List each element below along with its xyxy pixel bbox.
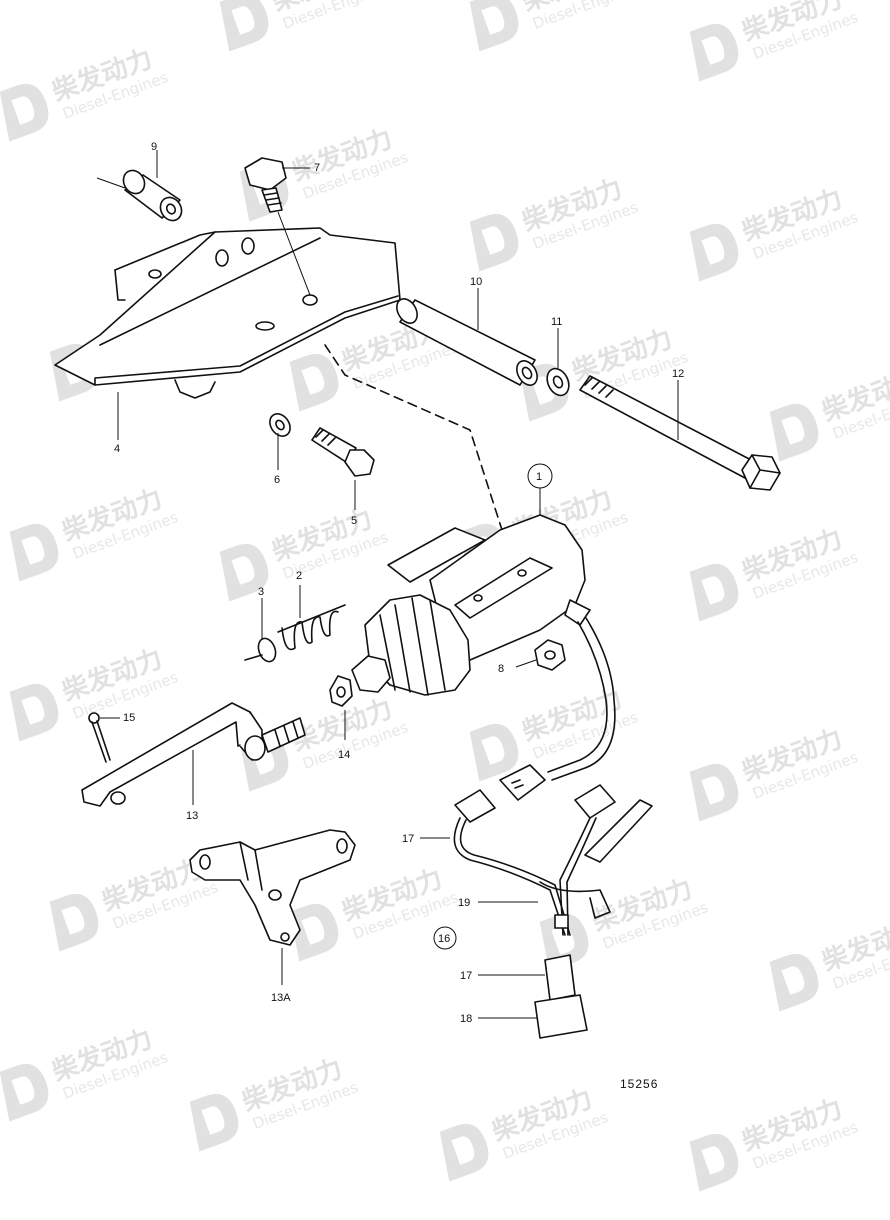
wiring-harness-drawing — [453, 784, 653, 1039]
watermark-logo-icon — [539, 913, 589, 972]
part-label-8: 8 — [498, 663, 504, 675]
cotter-pin-drawing — [88, 712, 111, 763]
bolt-5-drawing — [311, 427, 375, 477]
watermark-logo-icon — [469, 0, 519, 52]
part-label-6: 6 — [274, 474, 280, 486]
callout-circle-16 — [433, 926, 457, 950]
part-label-17-bottom: 17 — [460, 970, 472, 982]
watermark-logo-icon — [9, 523, 59, 582]
watermark-logo-icon — [0, 1063, 49, 1122]
watermark-logo-icon — [689, 763, 739, 822]
watermark-logo-icon — [689, 1133, 739, 1192]
watermark-logo-icon — [9, 683, 59, 742]
part-label-10: 10 — [470, 276, 482, 288]
part-label-17-top: 17 — [402, 833, 414, 845]
part-label-1: 1 — [536, 471, 542, 483]
watermark-layer: 柴发动力Diesel-Engines柴发动力Diesel-Engines柴发动力… — [0, 0, 890, 1192]
watermark-logo-icon — [689, 23, 739, 82]
part-label-11: 11 — [551, 316, 562, 328]
solenoid-cable-drawing — [499, 617, 616, 801]
long-bolt-drawing — [579, 375, 781, 491]
part-label-14: 14 — [338, 749, 350, 761]
part-label-9: 9 — [151, 141, 157, 153]
sleeve-drawing — [396, 298, 538, 386]
watermark-logo-icon — [289, 903, 339, 962]
callout-circle-1 — [527, 463, 553, 489]
watermark-logo-icon — [769, 403, 819, 462]
watermark-logo-icon — [219, 0, 269, 52]
watermark-logo-icon — [689, 223, 739, 282]
clip-drawing — [244, 637, 277, 663]
part-label-4: 4 — [114, 443, 120, 455]
watermark-logo-icon — [219, 543, 269, 602]
part-label-7: 7 — [314, 162, 320, 174]
part-label-2: 2 — [296, 570, 302, 582]
watermark-logo-icon — [189, 1093, 239, 1152]
bolt-top-drawing — [244, 157, 311, 296]
watermark-logo-icon — [689, 563, 739, 622]
nut-14-drawing — [329, 675, 353, 707]
part-label-19: 19 — [458, 897, 470, 909]
watermark-logo-icon — [469, 723, 519, 782]
bracket-plate-drawing — [54, 227, 401, 399]
solenoid-drawing — [351, 514, 591, 696]
watermark-logo-icon — [0, 83, 49, 142]
watermark-logo-icon — [289, 353, 339, 412]
part-label-5: 5 — [351, 515, 357, 527]
part-label-16: 16 — [438, 933, 450, 945]
lever-drawing — [81, 702, 306, 807]
leader-lines — [96, 150, 679, 1019]
watermark-logo-icon — [769, 953, 819, 1012]
spacer-drawing — [122, 169, 183, 222]
part-label-12: 12 — [672, 368, 684, 380]
spring-drawing — [277, 604, 346, 651]
washer-6-drawing — [269, 413, 291, 437]
washer-11-drawing — [546, 367, 570, 397]
part-label-13: 13 — [186, 810, 198, 822]
drawing-number: 15256 — [620, 1077, 658, 1091]
watermark-logo-icon — [469, 213, 519, 272]
part-label-18: 18 — [460, 1013, 472, 1025]
part-label-15: 15 — [123, 712, 135, 724]
bracket-13a-drawing — [189, 829, 356, 946]
watermark-logo-icon — [49, 893, 99, 952]
nut-8-drawing — [534, 639, 566, 671]
part-labels: 9 7 4 6 5 10 11 12 1 2 3 8 14 15 13 13A … — [114, 141, 684, 1091]
part-label-3: 3 — [258, 586, 264, 598]
watermark-logo-icon — [439, 1123, 489, 1182]
part-label-13a: 13A — [271, 992, 291, 1004]
